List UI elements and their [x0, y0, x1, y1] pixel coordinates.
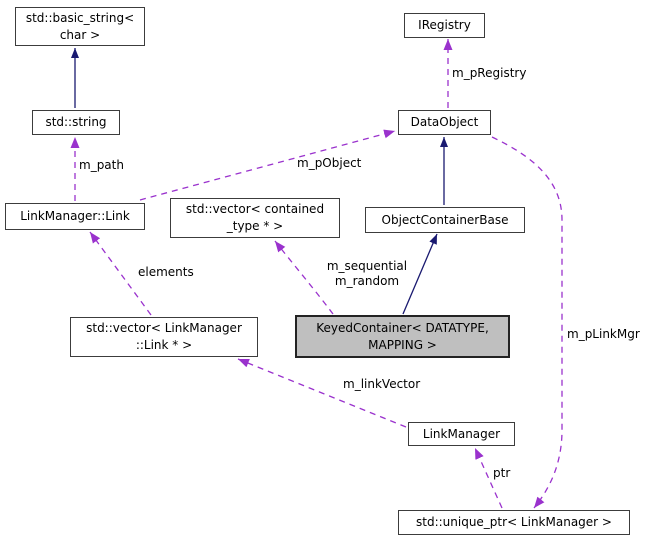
node-label: ObjectContainerBase — [381, 212, 509, 227]
edge-label-m-path: m_path — [79, 158, 124, 172]
edge-label-elements: elements — [138, 265, 194, 279]
node-std-string[interactable]: std::string — [32, 110, 120, 135]
node-label: std::basic_string< — [25, 10, 135, 25]
node-dataobject[interactable]: DataObject — [398, 110, 491, 135]
edge-usage-m-sequential-m-random — [274, 240, 334, 315]
node-label: char > — [59, 27, 101, 42]
node-label: MAPPING > — [368, 337, 437, 352]
node-linkmanager[interactable]: LinkManager — [408, 422, 515, 446]
edge-usage-m-linkvector — [237, 358, 407, 428]
node-label: std::vector< contained — [185, 202, 325, 216]
edge-label-m-sequential-m-random: m_sequential m_random — [312, 259, 422, 289]
node-linkmanager-link[interactable]: LinkManager::Link — [5, 203, 145, 230]
node-std-unique-ptr-linkmanager[interactable]: std::unique_ptr< LinkManager > — [398, 510, 630, 535]
node-label: DataObject — [410, 115, 479, 129]
node-objectcontainerbase[interactable]: ObjectContainerBase — [365, 207, 525, 233]
edge-label-m-pregistry: m_pRegistry — [452, 66, 527, 80]
node-std-vector-contained-type[interactable]: std::vector< contained _type * > — [170, 198, 340, 238]
node-label: LinkManager::Link — [20, 209, 130, 223]
node-std-basic-string[interactable]: std::basic_string< char > — [15, 7, 145, 46]
node-label: std::vector< LinkManager — [86, 321, 242, 335]
node-label: std::string — [45, 115, 107, 129]
edge-label-m-pobject: m_pObject — [297, 156, 362, 170]
node-label: LinkManager — [422, 426, 501, 441]
edge-label-m-plinkmgr: m_pLinkMgr — [567, 327, 640, 341]
edge-usage-m-plinkmgr — [491, 136, 563, 509]
node-std-vector-linkmanager-link[interactable]: std::vector< LinkManager ::Link * > — [70, 317, 258, 357]
edge-label-m-linkvector: m_linkVector — [343, 377, 421, 391]
edge-label-line: m_random — [334, 274, 400, 288]
edge-label-line: m_sequential — [326, 259, 408, 273]
node-keyedcontainer[interactable]: KeyedContainer< DATATYPE, MAPPING > — [295, 315, 510, 358]
node-label: ::Link * > — [135, 338, 193, 352]
node-label: IRegistry — [418, 18, 471, 32]
node-iregistry[interactable]: IRegistry — [404, 13, 485, 38]
edge-label-ptr: ptr — [493, 466, 511, 480]
node-label: KeyedContainer< DATATYPE, — [316, 320, 489, 335]
edge-usage-m-pobject — [139, 129, 396, 201]
edge-inheritance-keyedcontainer-to-objectcontainerbase — [402, 233, 438, 315]
node-label: _type * > — [226, 219, 284, 233]
node-label: std::unique_ptr< LinkManager > — [416, 515, 612, 529]
